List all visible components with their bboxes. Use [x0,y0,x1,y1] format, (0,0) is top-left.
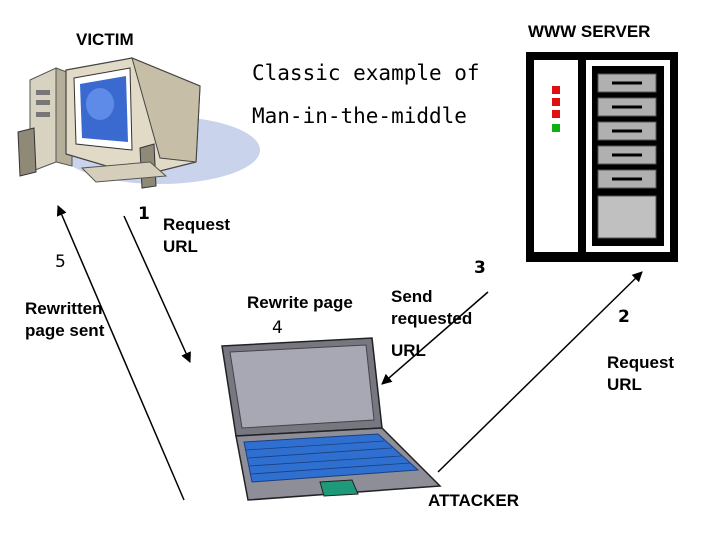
step-4-number: 4 [272,318,283,338]
step-5-label-line1: Rewritten [25,299,103,318]
step-5-number: 5 [55,252,66,272]
step-5-label-line2: page sent [25,321,105,340]
diagram-title-line1: Classic example of [252,61,480,85]
step-4-label: Rewrite page [247,293,353,312]
victim-computer-icon [17,57,260,189]
step-2-number: 2 [618,307,630,327]
diagram-title-line2: Man-in-the-middle [252,104,467,128]
attacker-label: ATTACKER [428,491,519,510]
step-2-label-line1: Request [607,353,675,372]
attacker-laptop-icon [221,337,442,501]
step-3-label-line1: Send [391,287,433,306]
step-1-label-line2: URL [163,237,198,256]
arrow-step-5 [56,205,185,501]
step-3-label-line2: requested [391,309,473,328]
step-3-label-line3: URL [391,341,426,360]
step-1-label-line1: Request [163,215,231,234]
step-2-label-line2: URL [607,375,642,394]
arrow-step-2 [437,271,643,473]
step-1-number: 1 [138,204,150,224]
arrow-step-1 [123,215,191,363]
server-icon [526,52,678,262]
server-label: WWW SERVER [528,22,651,41]
victim-label: VICTIM [76,30,134,49]
step-3-number: 3 [474,258,486,278]
arrow-step-3 [381,291,489,385]
